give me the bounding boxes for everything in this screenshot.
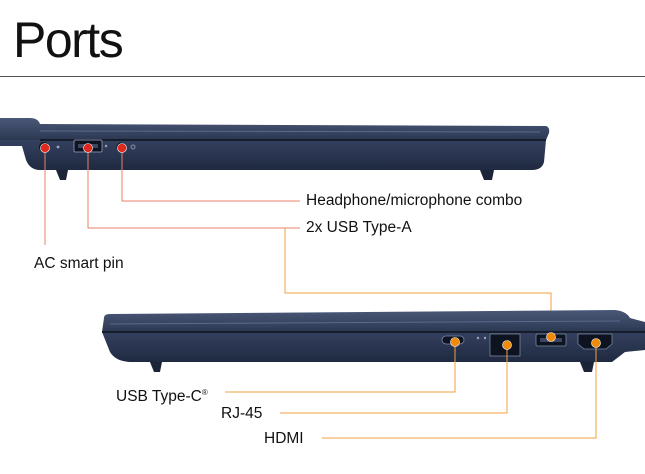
registered-mark: ® (201, 388, 208, 397)
title-divider (0, 76, 645, 77)
leader-lines-left (44, 149, 300, 245)
usb-c-marker (450, 337, 460, 347)
laptop-left-side (0, 118, 550, 180)
leader-lines-right (225, 345, 597, 439)
usb-a-label: 2x USB Type-A (306, 219, 412, 236)
hdmi-marker (591, 338, 601, 348)
usb-a-right-marker (546, 332, 556, 342)
rj45-marker (502, 340, 512, 350)
ac-pin-marker (40, 143, 50, 153)
headphone-label: Headphone/microphone combo (306, 192, 523, 209)
page-title: Ports (13, 12, 124, 68)
usb-c-label-text: USB Type-C (116, 388, 202, 406)
headphone-marker (117, 143, 127, 153)
ac-pin-label: AC smart pin (34, 255, 124, 272)
rj45-label: RJ-45 (221, 405, 263, 422)
hdmi-label: HDMI (264, 430, 304, 447)
laptop-right-side (102, 310, 645, 372)
usb-c-label: USB Type-C® (116, 384, 208, 406)
usb-a-marker (83, 143, 93, 153)
